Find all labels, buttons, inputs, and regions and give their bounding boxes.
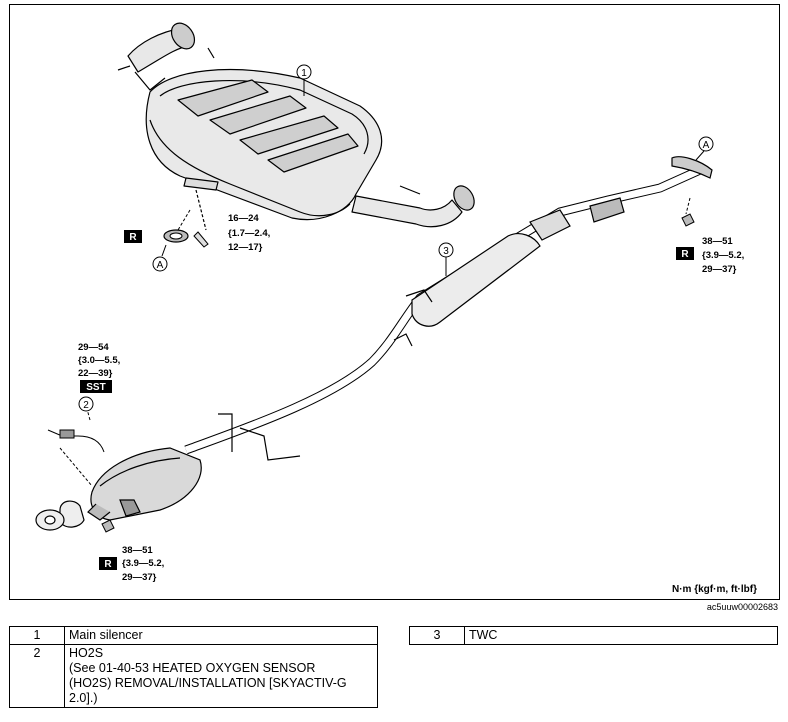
part-number: 3: [409, 626, 465, 645]
part-name: Main silencer: [64, 626, 378, 645]
table-row: 2 HO2S (See 01-40-53 HEATED OXYGEN SENSO…: [9, 644, 378, 708]
svg-text:38—51: 38—51: [122, 545, 153, 556]
torque-sensor: 29—54 {3.0—5.5, 22—39}: [78, 342, 120, 379]
front-converter-drawing: [35, 447, 202, 531]
part-name: HO2S (See 01-40-53 HEATED OXYGEN SENSOR …: [64, 644, 378, 708]
svg-text:29—37}: 29—37}: [122, 572, 157, 583]
callout-2: 2: [83, 400, 89, 411]
svg-text:16—24: 16—24: [228, 213, 259, 224]
replace-badge-silencer: [124, 230, 142, 243]
main-pipe-drawing: [184, 156, 713, 461]
callout-a-right: A: [703, 140, 710, 151]
svg-text:R: R: [104, 559, 112, 570]
part-line: 2.0].): [69, 691, 98, 705]
svg-text:R: R: [129, 232, 137, 243]
svg-text:12—17}: 12—17}: [228, 242, 263, 253]
nut-right: [681, 213, 695, 227]
units-label: N·m {kgf·m, ft·lbf}: [672, 584, 757, 595]
sst-badge: [80, 380, 112, 393]
nut-left: [101, 519, 115, 533]
svg-text:R: R: [681, 249, 689, 260]
diagram-frame: [9, 4, 780, 600]
callout-a-right-circle: [698, 136, 714, 152]
parts-table-left: 1 Main silencer 2 HO2S (See 01-40-53 HEA…: [9, 626, 378, 708]
torque-front-nut-right: 38—51 {3.9—5.2, 29—37}: [702, 236, 744, 275]
svg-text:{3.9—5.2,: {3.9—5.2,: [122, 558, 164, 569]
replace-badge-right: [676, 247, 694, 260]
callout-1: 1: [301, 68, 307, 79]
figure-id: ac5uuw00002683: [707, 602, 778, 612]
part-name: TWC: [464, 626, 778, 645]
svg-text:22—39}: 22—39}: [78, 368, 113, 379]
svg-text:{1.7—2.4,: {1.7—2.4,: [228, 228, 270, 239]
torque-rear-nut-left: 38—51 {3.9—5.2, 29—37}: [122, 545, 164, 583]
part-number: 1: [9, 626, 65, 645]
svg-text:29—37}: 29—37}: [702, 264, 737, 275]
ho2s-drawing: [47, 397, 105, 487]
svg-text:SST: SST: [86, 382, 105, 393]
bolt: [193, 231, 209, 248]
callout-3: 3: [443, 246, 449, 257]
svg-text:{3.0—5.5,: {3.0—5.5,: [78, 355, 120, 366]
main-silencer-drawing: [117, 22, 475, 231]
part-line: HO2S: [69, 646, 104, 660]
parts-table-right: 3 TWC: [409, 626, 778, 645]
callout-a-left: A: [157, 260, 164, 271]
part-line: (HO2S) REMOVAL/INSTALLATION [SKYACTIV-G: [69, 676, 347, 690]
torque-silencer-bolt: 16—24 {1.7—2.4, 12—17}: [228, 213, 270, 253]
replace-badge-left: [99, 557, 117, 570]
callout-2-circle: [78, 396, 94, 412]
table-row: 1 Main silencer: [9, 626, 378, 645]
table-row: 3 TWC: [409, 626, 778, 645]
svg-text:38—51: 38—51: [702, 236, 733, 247]
part-line: (See 01-40-53 HEATED OXYGEN SENSOR: [69, 661, 316, 675]
part-number: 2: [9, 644, 65, 708]
callout-a-left-circle: [152, 256, 168, 272]
svg-text:29—54: 29—54: [78, 342, 109, 353]
svg-text:{3.9—5.2,: {3.9—5.2,: [702, 250, 744, 261]
